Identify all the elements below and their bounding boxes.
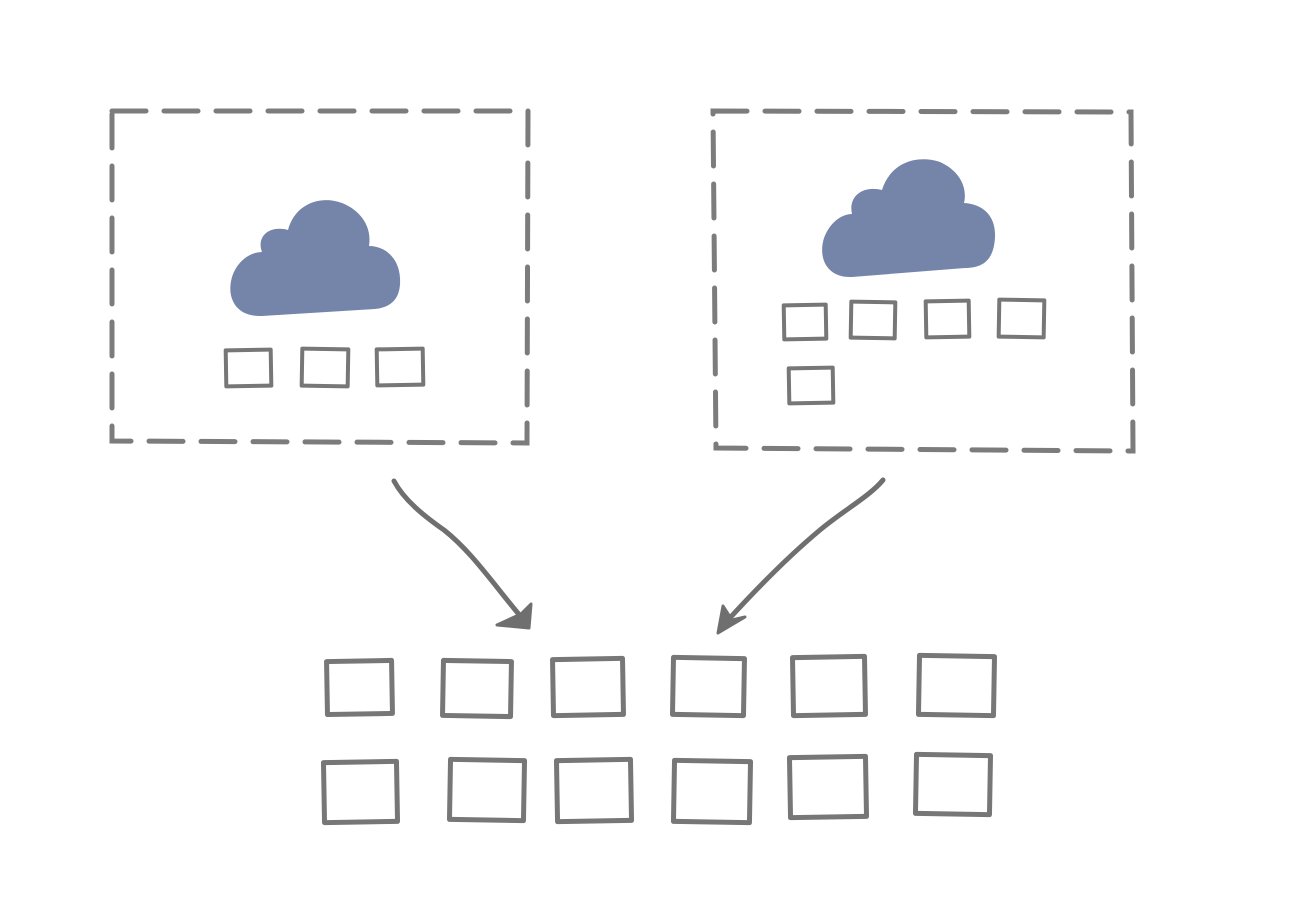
- left-arrow: [391, 478, 525, 621]
- right-node-2: [848, 299, 898, 341]
- pool-node-8: [446, 756, 528, 824]
- left-node-1: [223, 347, 274, 389]
- pool-node-5: [789, 653, 869, 719]
- left-cluster-frame: [109, 108, 531, 446]
- right-node-1: [781, 302, 829, 342]
- pool-node-10: [670, 757, 754, 826]
- pool-node-7: [320, 758, 401, 826]
- pool-node-12: [912, 751, 994, 818]
- pool-node-9: [553, 756, 635, 825]
- pool-node-3: [550, 655, 626, 719]
- pool-node-11: [786, 753, 870, 821]
- left-node-2: [299, 346, 351, 389]
- right-arrow-head: [716, 604, 747, 635]
- left-cluster-group: [109, 108, 531, 446]
- left-arrow-head: [495, 602, 533, 630]
- arrows: [391, 477, 886, 635]
- pool-node-6: [915, 652, 998, 719]
- right-cluster-group: [710, 108, 1136, 454]
- pool-node-1: [324, 657, 395, 718]
- cloud-icon: [822, 159, 996, 278]
- combined-pool: [320, 652, 998, 826]
- pool-node-2: [440, 657, 514, 720]
- right-cluster-frame: [710, 108, 1136, 454]
- right-node-3: [923, 298, 972, 340]
- pool-node-4: [669, 654, 747, 719]
- cloud-icon: [230, 200, 401, 317]
- left-node-3: [374, 346, 426, 388]
- right-node-5: [786, 365, 836, 406]
- right-arrow: [725, 477, 886, 623]
- right-node-4: [996, 297, 1047, 340]
